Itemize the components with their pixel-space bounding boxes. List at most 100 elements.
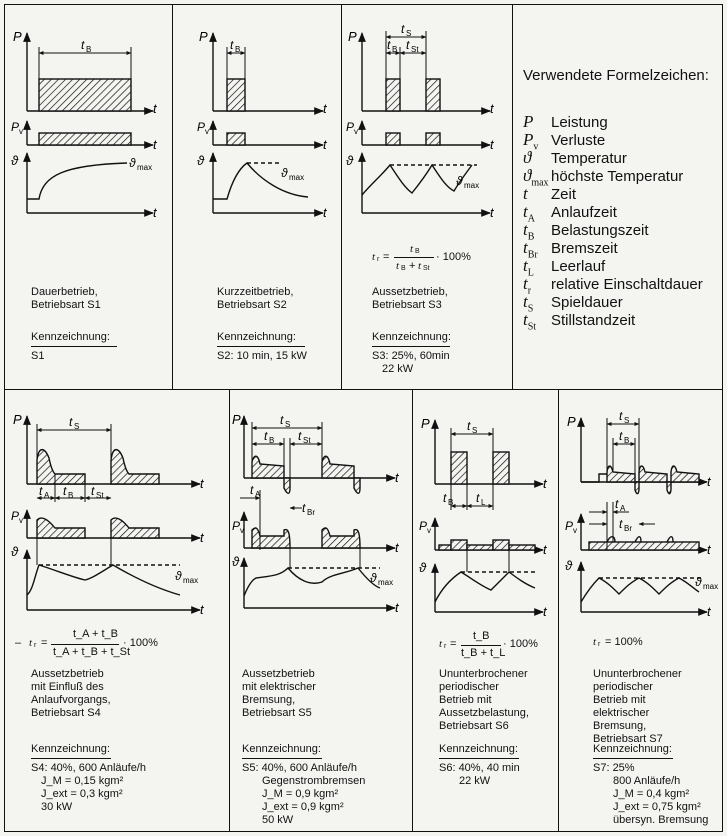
s3-description: Aussetzbetrieb,Betriebsart S3 — [372, 286, 448, 311]
panel-s4: P t P v t ϑ t ϑ max t S t A t B t St – t… — [4, 389, 231, 832]
axis-theta-label: ϑ — [232, 554, 240, 569]
ts-label: t — [280, 413, 284, 427]
axis-pv-label: P — [346, 120, 354, 134]
tb-label: t — [443, 491, 447, 505]
panel-s5: P t P v t ϑ t ϑ max t S t B t St t A t B… — [229, 389, 414, 832]
axis-t-label: t — [200, 476, 205, 491]
ts-sub: S — [285, 420, 290, 429]
theta-max-sub: max — [464, 181, 479, 190]
axis-t-label: t — [323, 101, 328, 116]
axis-t-label: t — [490, 137, 495, 152]
s4-formula: – t r = t_A + t_B t_A + t_B + t_St · 100… — [15, 628, 158, 658]
tb-label: t — [619, 429, 623, 443]
s5-kenn: S5: 40%, 600 Anläufe/h Gegenstrombremsen… — [242, 762, 366, 826]
axis-t-label: t — [153, 137, 158, 152]
theta-max-label: ϑ — [129, 156, 136, 170]
axis-p-label: P — [567, 414, 576, 429]
axis-t-label: t — [543, 476, 548, 491]
tbr-sub: Br — [307, 508, 315, 517]
theta-max-sub: max — [289, 173, 304, 182]
axis-pv-label: P — [11, 509, 19, 523]
axis-pv-sub: v — [573, 526, 577, 535]
axis-p-label: P — [13, 29, 22, 44]
tb-label: t — [230, 38, 234, 52]
axis-pv-sub: v — [427, 526, 431, 535]
axis-t-label: t — [153, 101, 158, 116]
s6-formula: t r = t_B t_B + t_L · 100% — [439, 630, 538, 659]
panel-s1: P t P v t ϑ t ϑ max t B Dauerbetrieb,Bet… — [4, 4, 174, 391]
tb-label: t — [63, 484, 67, 498]
axis-t-label: t — [707, 604, 712, 619]
axis-pv-sub: v — [240, 526, 244, 535]
tst-label: t — [298, 429, 302, 443]
tbr-sub: Br — [624, 524, 632, 533]
axis-theta-label: ϑ — [565, 558, 573, 573]
diagram-s6: P t P v t ϑ t t S t B t L — [419, 416, 548, 619]
tst-label: t — [406, 38, 410, 52]
panel-s3: P t P v t ϑ t ϑ max t S t B t St t r = t… — [341, 4, 514, 391]
axis-t-label: t — [490, 101, 495, 116]
panel-s6: P t P v t ϑ t t S t B t L t r = t_B t_B … — [412, 389, 560, 832]
axis-t-label: t — [490, 205, 495, 220]
s7-kenn-label: Kennzeichnung: — [593, 743, 673, 759]
ta-label: t — [250, 483, 254, 497]
tbr-label: t — [302, 501, 306, 515]
axis-p-label: P — [199, 29, 208, 44]
axis-theta-label: ϑ — [11, 544, 19, 559]
tb-sub: B — [448, 498, 453, 507]
ts-sub: S — [74, 422, 79, 431]
diagram-s5: P t P v t ϑ t ϑ max t S t B t St t A t B… — [232, 412, 400, 615]
theta-max-label: ϑ — [456, 174, 463, 188]
tb-sub: B — [392, 45, 397, 54]
axis-pv-label: P — [197, 120, 205, 134]
s7-kenn: S7: 25% 800 Anläufe/h J_M = 0,4 kgm² J_e… — [593, 762, 709, 826]
axis-p-label: P — [232, 412, 241, 427]
tst-sub: St — [411, 45, 419, 54]
ts-label: t — [69, 415, 73, 429]
axis-pv-label: P — [232, 519, 240, 533]
s1-description: Dauerbetrieb,Betriebsart S1 — [31, 286, 101, 311]
ts-sub: S — [472, 426, 477, 435]
s5-kenn-label: Kennzeichnung: — [242, 743, 322, 759]
tst-sub: St — [96, 491, 104, 500]
s2-kenn-label: Kennzeichnung: — [217, 331, 305, 347]
axis-pv-sub: v — [19, 127, 23, 136]
diagram-s7: P t P v t ϑ t ϑ max t S t B t A t Br — [565, 409, 718, 619]
axis-p-label: P — [13, 412, 22, 427]
legend-title: Verwendete Formelzeichen: — [523, 67, 709, 84]
axis-theta-label: ϑ — [197, 153, 205, 168]
tbr-label: t — [619, 517, 623, 531]
tb-sub: B — [86, 45, 91, 54]
tb-sub: B — [68, 491, 73, 500]
s3-formula: t r = t B t B + t St · 100% — [372, 243, 471, 272]
tst-sub: St — [303, 436, 311, 445]
axis-t-label: t — [543, 542, 548, 557]
ts-sub: S — [406, 29, 411, 38]
theta-max-label: ϑ — [695, 575, 702, 589]
tb-sub: B — [235, 45, 240, 54]
axis-t-label: t — [707, 542, 712, 557]
axis-theta-label: ϑ — [11, 153, 19, 168]
s4-kenn-label: Kennzeichnung: — [31, 743, 111, 759]
axis-pv-sub: v — [354, 127, 358, 136]
axis-t-label: t — [323, 205, 328, 220]
diagram-s4: P t P v t ϑ t ϑ max t S t A t B t St — [11, 412, 205, 617]
s3-kenn-label: Kennzeichnung: — [372, 331, 451, 347]
theta-max-label: ϑ — [370, 571, 377, 585]
axis-pv-sub: v — [19, 516, 23, 525]
axis-pv-label: P — [11, 120, 19, 134]
ts-sub: S — [624, 416, 629, 425]
axis-theta-label: ϑ — [346, 153, 354, 168]
axis-p-label: P — [348, 29, 357, 44]
s1-kenn: S1 — [31, 350, 45, 362]
